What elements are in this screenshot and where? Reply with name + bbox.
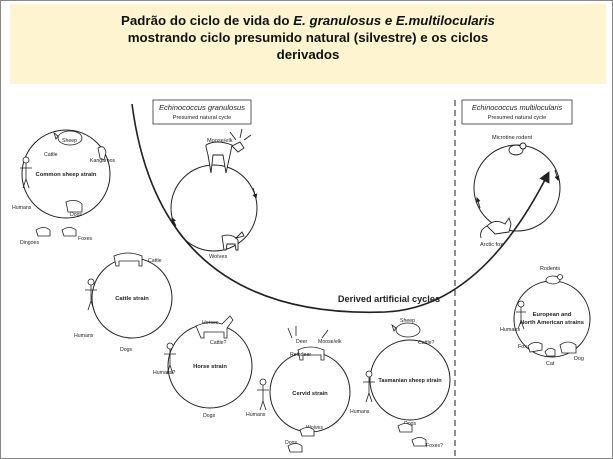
moose-icon [205,128,252,174]
arctic-fox-icon [480,216,512,239]
em-strain-cycle: European and North American strains Rode… [500,266,591,367]
em-fox-label: Fox [518,344,527,350]
em-rodents-label: Rodents [540,266,560,272]
dingo-fox-icons [35,227,77,237]
kangaroo-icon [97,146,107,161]
title-line-1: Padrão do ciclo de vida do E. granulosus… [10,13,606,28]
foxes-label: Foxes [78,236,93,242]
human-icon-em [516,300,526,330]
sheep-dogs-label: Dogs [70,212,83,218]
sheep-icon [53,130,83,146]
moose-elk-label: Moose/elk [207,138,233,144]
deer-label: Deer [296,339,308,345]
em-natural-box: Echinococcus multilocularis Presumed nat… [461,99,573,125]
tasmanian-strain-name: Tasmanian sheep strain [378,378,442,384]
cervid-moose-label: Moose/elk [318,339,342,345]
fox-cat-dog-icons [527,341,577,357]
wolf-dog-icons [287,427,315,453]
em-humans-label: Humans [500,327,520,333]
rodent-icon [508,142,527,156]
tasmanian-sheep-label: Sheep [400,318,415,324]
arctic-fox-label: Arctic fox [480,242,503,248]
cattle-strain-name: Cattle strain [115,296,149,302]
cow-icon [113,252,143,267]
kangaroos-label: Kangaroos [90,158,115,164]
dog-fox-icons-tasmanian [397,423,427,447]
cervid-wolves-label: Wolves [306,425,323,431]
title-line-3: derivados [276,47,340,62]
horse-strain-cycle: Horse strain Horses Cattle? Humans? Dogs [153,315,253,419]
tasmanian-humans-label: Humans [350,409,370,415]
em-strain-name-2: North American strains [520,320,584,326]
horse-humans-label: Humans? [153,370,175,376]
em-natural-cycle: Microtine rodent Arctic fox [473,135,561,248]
tasmanian-strain-cycle: Tasmanian sheep strain Sheep Cattle? Hum… [350,318,451,449]
cattle-humans-label: Humans [74,333,94,339]
cervid-strain-cycle: Cervid strain Deer Moose/elk Reindeer Hu… [246,326,351,453]
horses-label: Horses [202,320,219,326]
cervid-dogs-label: Dogs [285,440,298,446]
eg-subtitle: Presumed natural cycle [173,115,231,121]
cattle-label: Cattle [148,258,162,264]
reindeer-label: Reindeer [290,352,311,358]
dog-icon-sheep [65,200,83,213]
microtine-rodent-label: Microtine rodent [492,135,533,141]
em-cat-label: Cat [546,361,555,367]
wolf-icon [221,231,245,251]
title-species: E. granulosus e E.multilocularis [293,13,495,28]
tasmanian-dogs-label: Dogs [404,421,417,427]
cattle-dogs-label: Dogs [120,347,133,353]
deer-icon [287,326,329,361]
horse-cattle-label: Cattle? [210,340,227,346]
cattle-strain-cycle: Cattle strain Cattle Humans Dogs [74,252,173,353]
mouse-icon [545,274,563,285]
sheep-humans-label: Humans [12,205,32,211]
title-prefix: Padrão do ciclo de vida do [121,13,294,28]
derived-cycles-label: Derived artificial cycles [338,294,440,304]
title-line-2: mostrando ciclo presumido natural (silve… [127,30,489,45]
derived-cycle-arc [131,103,550,314]
human-icon-horse [164,342,176,375]
em-strain-name-1: European and [533,312,572,318]
life-cycle-diagram: Echinococcus granulosus Presumed natural… [12,99,591,459]
title-box: Padrão do ciclo de vida do E. granulosus… [10,4,606,84]
human-icon-cervid [257,378,269,411]
sheep-strain-name: Common sheep strain [36,172,97,178]
sheep-label: Sheep [62,138,77,144]
cervid-strain-name: Cervid strain [292,391,328,397]
cervid-humans-label: Humans [246,412,266,418]
tasmanian-cattle-label: Cattle? [418,340,435,346]
eg-natural-box: Echinococcus granulosus Presumed natural… [152,99,252,125]
wolves-label: Wolves [209,254,227,260]
eg-name: Echinococcus granulosus [159,103,245,112]
human-icon-tasmanian [363,370,375,403]
tasmanian-foxes-label: Foxes? [426,443,443,449]
em-name: Echinococcus multilocularis [472,103,563,112]
human-icon-sheep [20,156,32,189]
horse-icon [195,315,234,339]
dingoes-label: Dingoes [20,240,39,246]
em-subtitle: Presumed natural cycle [488,115,546,121]
human-icon-cattle [85,278,97,311]
eg-natural-cycle: Moose/elk Wolves [170,128,258,260]
tasmanian-sheep-icon [391,322,421,338]
sheep-strain-cycle: Common sheep strain Sheep Cattle Kangaro… [12,129,115,246]
horse-dogs-label: Dogs [203,413,216,419]
sheep-cattle-label: Cattle [44,152,58,158]
horse-strain-name: Horse strain [193,364,227,370]
em-dog-label: Dog [574,356,584,362]
